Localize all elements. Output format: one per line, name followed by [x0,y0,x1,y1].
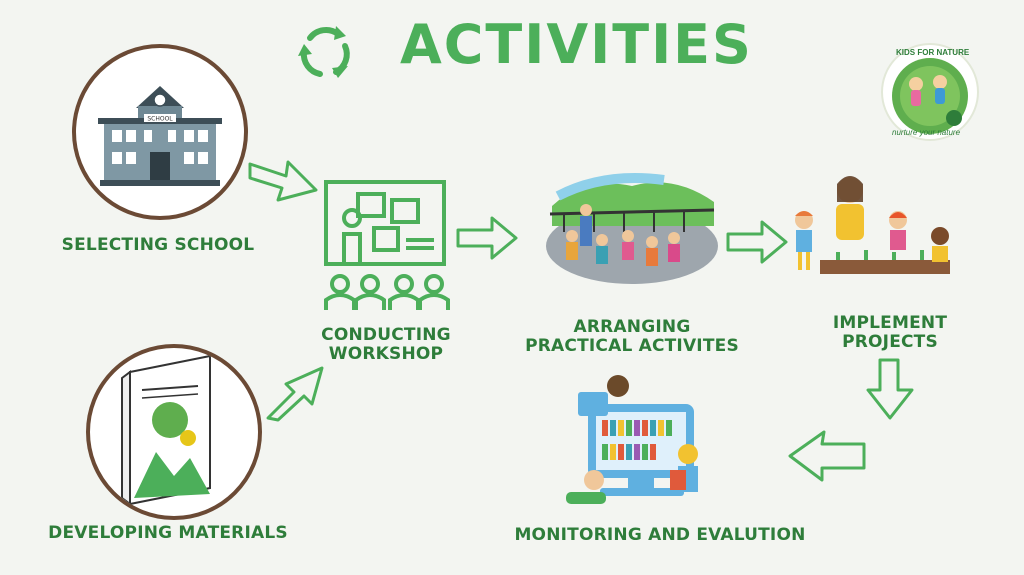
school-illustration: SCHOOL [72,44,248,220]
arrow-materials-to-workshop-icon [266,366,324,422]
arrow-to-monitoring-icon [788,430,866,482]
label-conducting-workshop: CONDUCTING WORKSHOP [321,325,451,364]
school-sign-text: SCHOOL [147,116,173,123]
workshop-icon [324,180,450,310]
practical-activities-illustration [546,173,718,284]
monitoring-illustration [566,375,698,504]
label-monitoring-and-evaluation: MONITORING AND EVALUTION [514,525,806,545]
label-selecting-school: SELECTING SCHOOL [61,235,255,255]
arrow-implement-down-icon [866,358,914,420]
kids-for-nature-logo: KIDS FOR NATURE nurture your nature [878,40,982,144]
arrow-school-to-workshop-icon [248,160,318,202]
recycle-icon [298,26,350,78]
arrow-workshop-to-arranging-icon [456,216,518,260]
arrow-arranging-to-implement-icon [726,220,788,264]
logo-top-text: KIDS FOR NATURE [896,48,970,57]
label-developing-materials: DEVELOPING MATERIALS [48,523,288,543]
materials-illustration [86,344,262,520]
label-implement-projects: IMPLEMENT PROJECTS [832,313,948,352]
logo-tagline: nurture your nature [892,128,961,137]
implement-projects-illustration [795,176,950,274]
label-arranging-practical-activities: ARRANGING PRACTICAL ACTIVITES [525,317,739,356]
page-title: ACTIVITIES [400,13,753,76]
